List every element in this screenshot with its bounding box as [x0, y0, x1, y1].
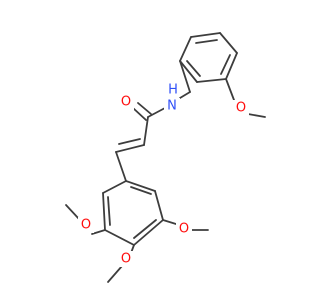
bonds	[65, 32, 266, 283]
bond-ring1-d	[225, 52, 238, 80]
atom-o-methoxy-left: O	[81, 218, 91, 233]
atom-labels: O N H O O O O	[78, 83, 249, 267]
bond-ome-bottom-ch3	[107, 265, 123, 283]
bond-ring2-ome-right	[162, 219, 177, 225]
bond-ring1-inner-1	[195, 39, 218, 44]
atom-o-carbonyl: O	[121, 95, 131, 110]
bond-ring2-ome-left	[91, 229, 106, 235]
bond-n-ch2	[179, 91, 191, 99]
bond-ring1-e	[196, 78, 227, 83]
bond-ring2-f	[102, 180, 127, 194]
bond-ring2-inner-2	[133, 219, 157, 239]
bond-ring1-b	[190, 32, 221, 38]
atom-o-benzyl-methoxy: O	[236, 101, 246, 116]
bond-carbonyl-double-2	[137, 102, 152, 115]
bond-calpha-cbeta-2	[118, 138, 141, 145]
bond-calpha-cbeta	[115, 144, 145, 153]
bond-ring-ome	[225, 78, 235, 101]
bond-ring2-b	[154, 190, 164, 221]
bond-ring2-inner-1	[130, 186, 152, 195]
bond-ring1-a	[179, 36, 192, 62]
bond-ring1-c	[219, 32, 238, 54]
bond-ch2-ring	[179, 60, 191, 93]
bond-c-calpha	[143, 116, 149, 146]
bond-c-n	[147, 107, 166, 118]
molecule-structure: O N H O O O O	[65, 32, 266, 283]
bond-ome-left-ch3	[65, 204, 80, 220]
bond-ring2-e	[102, 192, 106, 231]
bond-ring2-a	[125, 180, 156, 192]
bond-cbeta-ring	[115, 151, 127, 182]
bond-ring2-c	[133, 219, 164, 246]
atom-o-methoxy-right: O	[179, 222, 189, 237]
bond-carbonyl-double-1	[132, 107, 147, 121]
atom-o-methoxy-bottom: O	[121, 252, 131, 267]
bond-ring1-inner-2	[220, 54, 231, 75]
bond-ome-ch3	[247, 113, 266, 118]
bond-ring2-inner-3	[107, 196, 111, 226]
bond-ring2-d	[104, 229, 135, 246]
atom-h-amide: H	[168, 83, 178, 98]
bond-ring1-f	[179, 60, 198, 83]
atom-n-amide: N	[167, 99, 177, 114]
bond-ring1-inner-3	[186, 60, 201, 77]
